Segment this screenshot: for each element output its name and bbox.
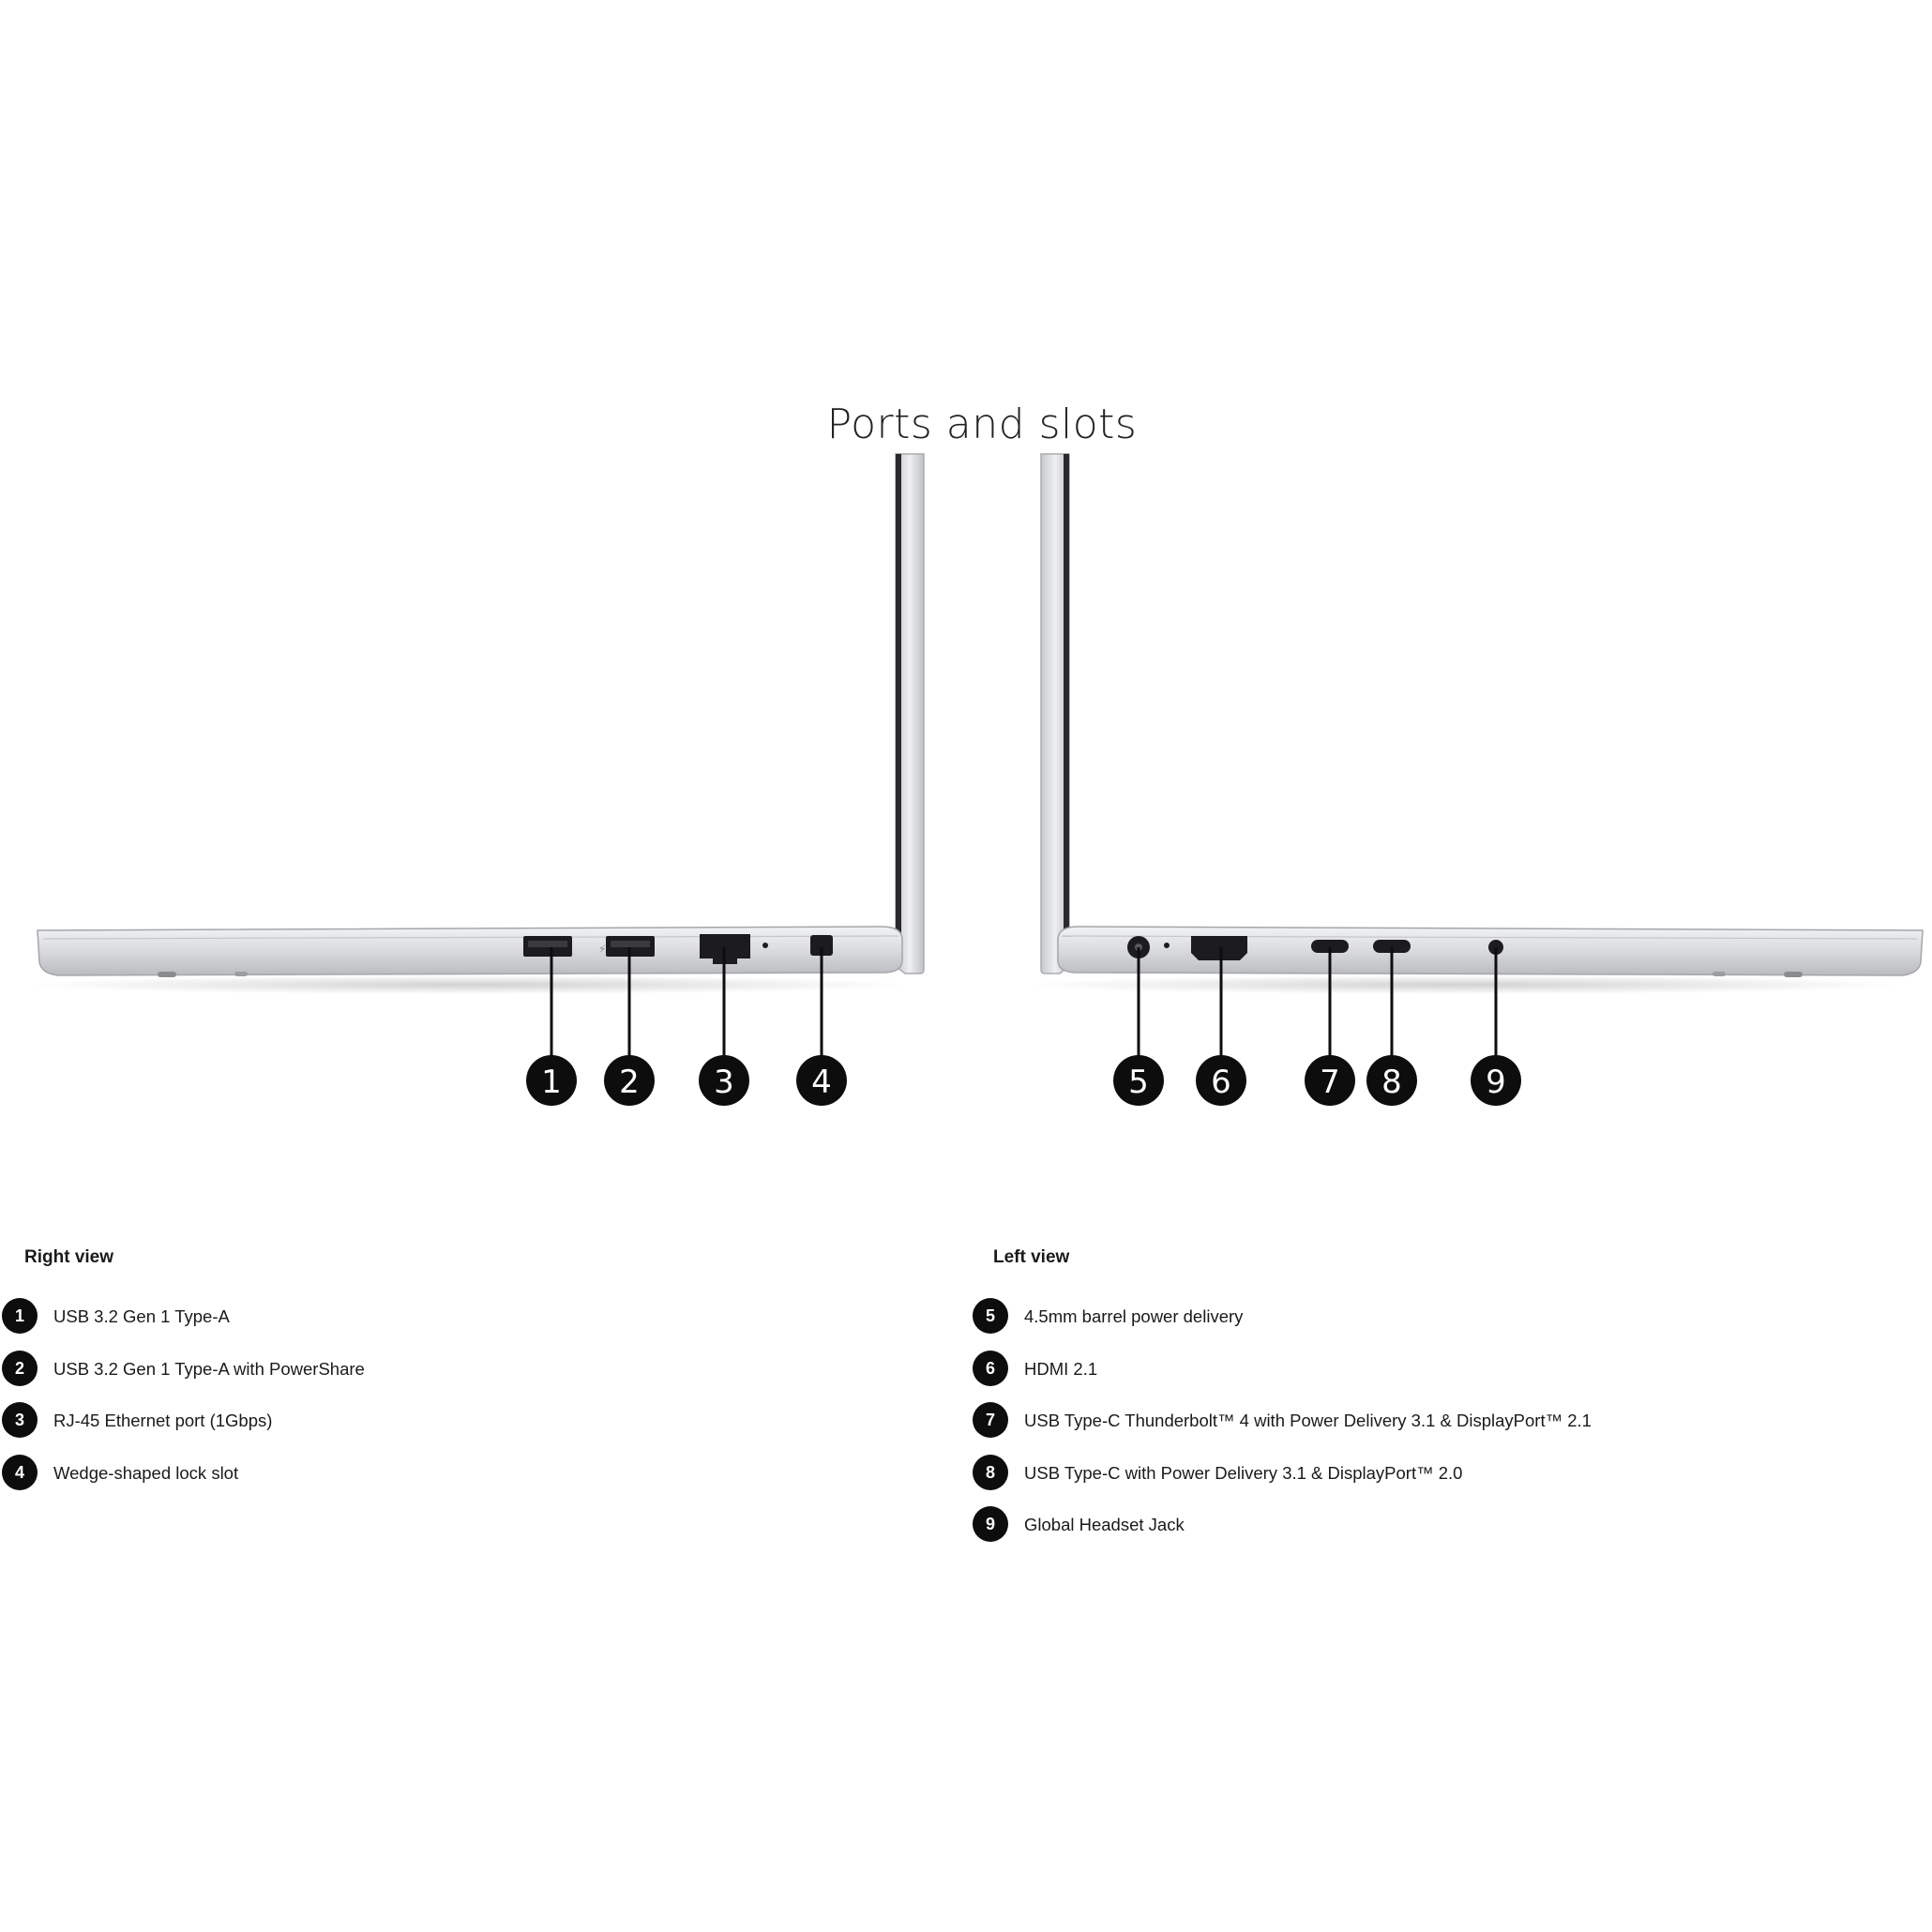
callout-marker-6: 6 — [1196, 1055, 1246, 1106]
callout-number: 9 — [1486, 1064, 1506, 1101]
callout-number: 3 — [714, 1064, 734, 1101]
legend-number-badge: 3 — [2, 1402, 38, 1438]
page-title: Ports and slots — [826, 400, 1138, 449]
legend-label: USB Type-C Thunderbolt™ 4 with Power Del… — [1024, 1411, 1592, 1430]
callout-marker-7: 7 — [1305, 1055, 1355, 1106]
legend-number-badge: 7 — [973, 1402, 1008, 1438]
legend-label: 4.5mm barrel power delivery — [1024, 1306, 1244, 1326]
usb-c-port-icon — [1373, 940, 1411, 953]
legend-label: HDMI 2.1 — [1024, 1358, 1098, 1379]
callout-number: 6 — [1211, 1064, 1231, 1101]
left-view-lid-bezel — [1064, 454, 1069, 957]
callout-number: 8 — [1381, 1064, 1402, 1101]
callout-number: 7 — [1320, 1064, 1340, 1101]
legend-number-badge: 2 — [2, 1350, 38, 1386]
legend-number-badge: 9 — [973, 1506, 1008, 1542]
right-view-laptop: ⚡ — [28, 453, 925, 1060]
right-view-base — [37, 926, 903, 976]
wedge-lock-slot-icon — [810, 935, 833, 956]
callout-marker-8: 8 — [1366, 1055, 1417, 1106]
usb-c-thunderbolt-port-icon — [1311, 940, 1349, 953]
hdmi-port-icon — [1191, 936, 1247, 960]
right-view-foot — [234, 972, 248, 976]
legend-label: RJ-45 Ethernet port (1Gbps) — [53, 1411, 273, 1430]
status-led-icon — [762, 943, 768, 948]
callout-marker-3: 3 — [699, 1055, 749, 1106]
callout-markers: 1 2 3 4 5 6 7 8 9 — [526, 1055, 1521, 1106]
laptop-side-views-diagram: ⚡ 1 2 — [28, 453, 1924, 1106]
usb-a-powershare-port-insert — [611, 941, 650, 947]
callout-marker-1: 1 — [526, 1055, 577, 1106]
left-view-foot — [1713, 972, 1726, 976]
callout-number: 2 — [619, 1064, 640, 1101]
usb-a-port-insert — [528, 941, 567, 947]
right-view-lid — [895, 453, 925, 974]
callout-marker-9: 9 — [1471, 1055, 1521, 1106]
power-led-icon — [1164, 943, 1170, 948]
legend-label: Wedge-shaped lock slot — [53, 1462, 239, 1483]
legend-label: USB 3.2 Gen 1 Type-A with PowerShare — [53, 1358, 365, 1379]
legend-label: Global Headset Jack — [1024, 1515, 1185, 1534]
callout-number: 5 — [1128, 1064, 1149, 1101]
left-view-shadow — [1022, 975, 1904, 994]
callout-marker-5: 5 — [1113, 1055, 1164, 1106]
callout-number: 4 — [811, 1064, 832, 1101]
left-view-heading: Left view — [993, 1247, 1070, 1267]
left-view-laptop — [1022, 453, 1924, 1060]
legend-number-badge: 1 — [2, 1298, 38, 1334]
callout-marker-4: 4 — [796, 1055, 847, 1106]
right-view-heading: Right view — [24, 1247, 114, 1267]
callout-number: 1 — [541, 1064, 562, 1101]
powershare-icon: ⚡ — [598, 943, 606, 956]
callout-marker-2: 2 — [604, 1055, 655, 1106]
right-view-foot — [158, 972, 176, 977]
legend-label: USB Type-C with Power Delivery 3.1 & Dis… — [1024, 1462, 1463, 1483]
legend-number-badge: 8 — [973, 1454, 1008, 1490]
legend-label: USB 3.2 Gen 1 Type-A — [53, 1306, 230, 1326]
left-view-lid — [1040, 453, 1070, 974]
legend-number-badge: 6 — [973, 1350, 1008, 1386]
legend-number-badge: 4 — [2, 1454, 38, 1490]
legend-number-badge: 5 — [973, 1298, 1008, 1334]
left-view-foot — [1784, 972, 1803, 977]
right-view-shadow — [28, 975, 910, 994]
right-view-base-seam — [42, 935, 899, 940]
right-view-lid-bezel — [896, 454, 901, 957]
